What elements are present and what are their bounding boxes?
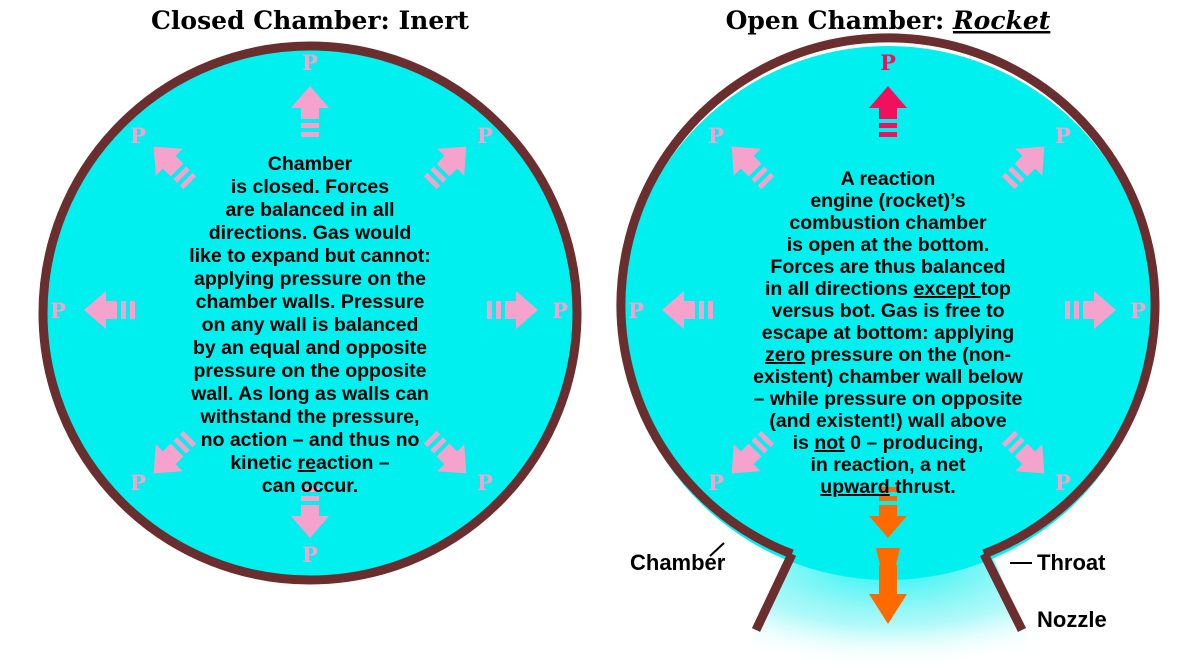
pressure-label: P bbox=[50, 298, 66, 323]
open-chamber-wall bbox=[616, 33, 1160, 559]
closed-chamber-description: Chamber is closed. Forces are balanced i… bbox=[189, 153, 431, 497]
nozzle-wall-right bbox=[979, 551, 1027, 633]
pressure-label: P bbox=[477, 470, 493, 495]
text-line: upward thrust. bbox=[820, 476, 955, 498]
chamber-leader-line bbox=[709, 542, 725, 557]
text-line: zero pressure on the (non- bbox=[765, 344, 1011, 366]
exhaust-arrow-lower bbox=[869, 548, 907, 624]
nozzle-wall-left bbox=[751, 552, 797, 632]
throat-label: Throat bbox=[1037, 550, 1106, 575]
text-line: by an equal and opposite bbox=[193, 337, 427, 359]
text-line: like to expand but cannot: bbox=[189, 245, 431, 267]
text-line: escape at bottom: applying bbox=[762, 322, 1014, 344]
text-line: pressure on the opposite bbox=[194, 360, 427, 382]
text-line: (and existent!) wall above bbox=[769, 410, 1006, 432]
text-line: Forces are thus balanced bbox=[770, 256, 1005, 278]
text-line: – while pressure on opposite bbox=[754, 388, 1023, 410]
nozzle-label: Nozzle bbox=[1037, 607, 1107, 632]
pressure-label: P bbox=[880, 50, 896, 75]
text-line: directions. Gas would bbox=[209, 222, 412, 244]
text-line: kinetic reaction – bbox=[230, 452, 389, 474]
text-line: are balanced in all bbox=[225, 199, 394, 221]
open-chamber-description: A reaction engine (rocket)’s combustion … bbox=[753, 168, 1024, 498]
pressure-label: P bbox=[302, 50, 318, 75]
pressure-label: P bbox=[1055, 470, 1071, 495]
text-line: is closed. Forces bbox=[231, 176, 389, 198]
pressure-label: P bbox=[708, 123, 724, 148]
pressure-label: P bbox=[477, 123, 493, 148]
pressure-label: P bbox=[302, 542, 318, 567]
text-line: no action – and thus no bbox=[201, 429, 420, 451]
pressure-label: P bbox=[130, 470, 146, 495]
text-line: Chamber bbox=[268, 153, 353, 175]
text-line: applying pressure on the bbox=[194, 268, 426, 290]
text-line: in reaction, a net bbox=[811, 454, 966, 476]
text-line: is open at the bottom. bbox=[787, 234, 990, 256]
pressure-label: P bbox=[552, 298, 568, 323]
text-line: existent) chamber wall below bbox=[753, 366, 1024, 388]
closed-chamber: P P P P P P P P Chamber is closed. Force… bbox=[38, 41, 582, 585]
text-line: A reaction bbox=[841, 168, 936, 190]
text-line: wall. As long as walls can bbox=[190, 383, 429, 405]
text-line: can occur. bbox=[262, 475, 358, 497]
text-line: combustion chamber bbox=[789, 212, 987, 234]
pressure-label: P bbox=[628, 298, 644, 323]
left-title: Closed Chamber: Inert bbox=[151, 6, 469, 35]
pressure-label: P bbox=[708, 470, 724, 495]
open-chamber: P P P P P P P A reaction engine (rocket)… bbox=[616, 33, 1160, 669]
text-line: withstand the pressure, bbox=[200, 406, 420, 428]
pressure-label: P bbox=[1055, 123, 1071, 148]
text-line: versus bot. Gas is free to bbox=[771, 300, 1004, 322]
pressure-label: P bbox=[130, 123, 146, 148]
text-line: in all directions except top bbox=[765, 278, 1011, 300]
text-line: on any wall is balanced bbox=[202, 314, 419, 336]
text-line: chamber walls. Pressure bbox=[196, 291, 425, 313]
text-line: is not 0 – producing, bbox=[793, 432, 984, 454]
right-title: Open Chamber: Rocket bbox=[726, 6, 1051, 35]
chamber-label: Chamber bbox=[630, 550, 726, 575]
text-line: engine (rocket)’s bbox=[810, 190, 965, 212]
pressure-label: P bbox=[1130, 298, 1146, 323]
